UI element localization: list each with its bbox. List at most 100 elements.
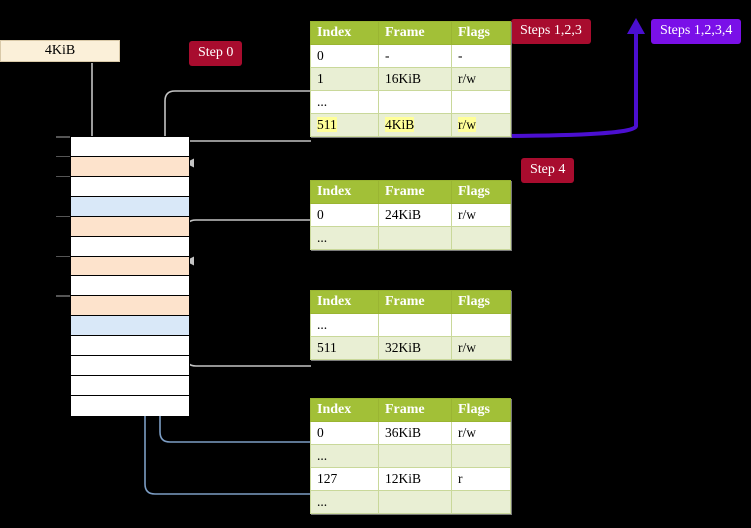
badge-step-0-label: Step 0 [198,45,234,60]
table-row: 1 16KiB r/w [310,67,511,91]
cell-flags-text: r/w [458,425,476,440]
column-header-flags: Flags [451,180,511,204]
page-size-label: 4KiB [44,43,76,58]
badge-step-4: Step 4 [521,158,575,183]
memory-tick-mark [56,295,70,297]
column-header-frame: Frame [378,290,452,314]
cell-frame-text: 12KiB [385,471,422,486]
memory-frame-row [71,256,189,277]
memory-frame-row [71,137,189,157]
badge-steps-1234-label: Steps 1,2,3,4 [660,23,733,38]
cell-index: 1 [310,67,379,91]
memory-frame-row [71,356,189,377]
cell-frame: 16KiB [378,67,452,91]
table-row: 511 4KiB r/w [310,113,511,137]
cell-flags [451,90,511,114]
memory-frame-row [71,316,189,337]
cell-frame: 4KiB [378,113,452,137]
cell-flags-text: r/w [458,207,476,222]
cell-flags: r [451,467,511,491]
cell-index: 511 [310,113,379,137]
connector-table3-row511 [178,315,311,367]
table-row: ... [310,90,511,114]
cell-flags: - [451,44,511,68]
cell-index: 511 [310,336,379,360]
cell-frame: 32KiB [378,336,452,360]
cell-flags-text: r/w [458,117,476,132]
cell-frame: 12KiB [378,467,452,491]
memory-frame-row [71,376,189,397]
column-header-frame: Frame [378,21,452,45]
column-header-frame: Frame [378,180,452,204]
badge-steps-123: Steps 1,2,3 [511,19,591,44]
cell-frame-text: 32KiB [385,340,422,355]
table-row: ... [310,490,511,514]
table-row: 511 32KiB r/w [310,336,511,360]
memory-frame-row [71,336,189,357]
memory-frame-row [71,236,189,257]
column-header-flags: Flags [451,290,511,314]
memory-frame-row [71,176,189,197]
badge-steps-1234: Steps 1,2,3,4 [651,19,742,44]
table-row: 0 - - [310,44,511,68]
cell-frame-text: - [385,48,390,63]
badge-step-0: Step 0 [189,41,243,66]
badge-steps-123-label: Steps 1,2,3 [520,23,582,38]
cell-index: ... [310,444,379,468]
cell-index-text: 0 [317,48,324,63]
connector-table2-row0 [185,219,311,266]
cell-flags: r/w [451,421,511,445]
column-header-index: Index [310,290,379,314]
memory-tick-mark [56,136,70,138]
cell-index: 0 [310,44,379,68]
cell-flags: r/w [451,336,511,360]
cell-index-text: 511 [317,340,337,355]
cell-index-text: ... [317,94,328,109]
column-header-frame: Frame [378,398,452,422]
cell-index-text: ... [317,230,328,245]
memory-tick-mark [56,215,70,218]
cell-index: 0 [310,421,379,445]
memory-tick-mark [56,255,70,258]
cell-frame [378,444,452,468]
page-size-box: 4KiB [0,40,120,62]
cell-index-text: ... [317,448,328,463]
cell-index: ... [310,490,379,514]
cell-frame [378,90,452,114]
table-row: ... [310,226,511,250]
cell-frame: 24KiB [378,203,452,227]
cell-flags-text: r [458,471,463,486]
cell-flags: r/w [451,203,511,227]
badge-step-4-label: Step 4 [530,162,566,177]
memory-tick-mark [56,155,70,158]
cell-index-text: 127 [317,471,338,486]
cell-frame-text: 16KiB [385,71,422,86]
memory-tick-mark [56,175,70,178]
physical-memory-column [70,136,190,416]
column-header-index: Index [310,21,379,45]
cell-frame [378,490,452,514]
memory-frame-row [71,276,189,297]
cell-flags-text: r/w [458,71,476,86]
memory-frame-row [71,216,189,237]
memory-frame-row [71,156,189,177]
cell-flags [451,313,511,337]
cell-flags: r/w [451,113,511,137]
table-row: ... [310,444,511,468]
cell-frame: 36KiB [378,421,452,445]
cell-index: ... [310,226,379,250]
cell-index-text: ... [317,317,328,332]
table-row: ... [310,313,511,337]
memory-frame-row [71,296,189,317]
column-header-flags: Flags [451,398,511,422]
cell-index-text: 0 [317,425,324,440]
memory-frame-row [71,196,189,217]
cell-flags-text: - [458,48,463,63]
cell-frame-text: 4KiB [385,117,415,132]
column-header-index: Index [310,180,379,204]
cell-index: ... [310,90,379,114]
